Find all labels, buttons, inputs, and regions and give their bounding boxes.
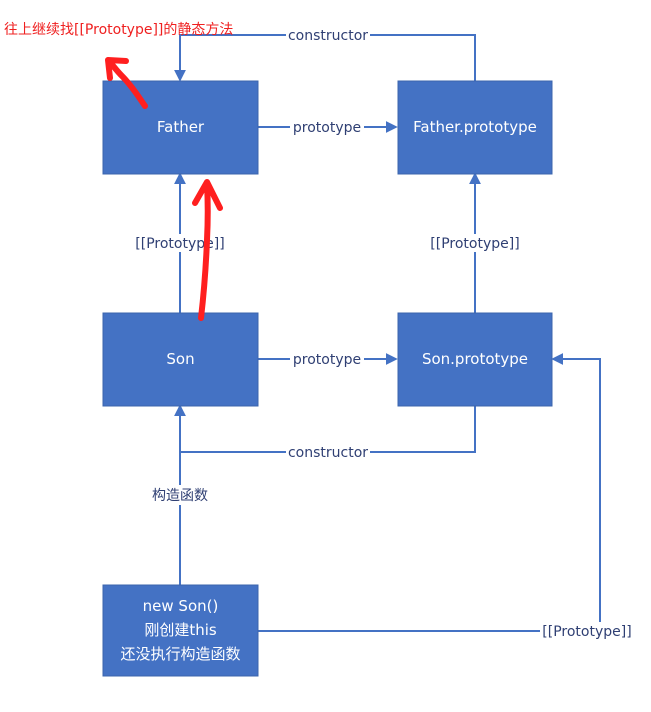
instance-proto-edge — [258, 353, 601, 632]
son-constructor-label: constructor — [288, 445, 368, 461]
father-prototype-box: Father.prototype — [397, 80, 553, 175]
instance-box: new Son() 刚创建this 还没执行构造函数 — [102, 584, 259, 677]
son-box: Son — [102, 312, 259, 407]
son-prototype-box-label: Son.prototype — [422, 350, 528, 368]
annotation-lower-arrow — [192, 179, 223, 321]
father-constructor-label: constructor — [288, 28, 368, 44]
sonproto-fatherproto-label: [[Prototype]] — [430, 236, 519, 252]
instance-line-2: 刚创建this — [144, 621, 217, 639]
annotation-upper-arrow — [105, 57, 148, 109]
father-box-label: Father — [157, 118, 205, 136]
father-prototype-label: prototype — [293, 120, 361, 136]
son-box-label: Son — [166, 350, 194, 368]
constructor-function-label: 构造函数 — [152, 488, 208, 504]
father-box: Father — [102, 80, 259, 175]
instance-line-1: new Son() — [143, 597, 219, 615]
son-prototype-box: Son.prototype — [397, 312, 553, 407]
annotation-text: 往上继续找[[Prototype]]的静态方法 — [4, 21, 233, 38]
son-prototype-label: prototype — [293, 352, 361, 368]
instance-line-3: 还没执行构造函数 — [120, 645, 240, 663]
son-father-proto-label: [[Prototype]] — [135, 236, 224, 252]
instance-proto-label: [[Prototype]] — [542, 624, 631, 640]
father-prototype-box-label: Father.prototype — [413, 118, 537, 136]
